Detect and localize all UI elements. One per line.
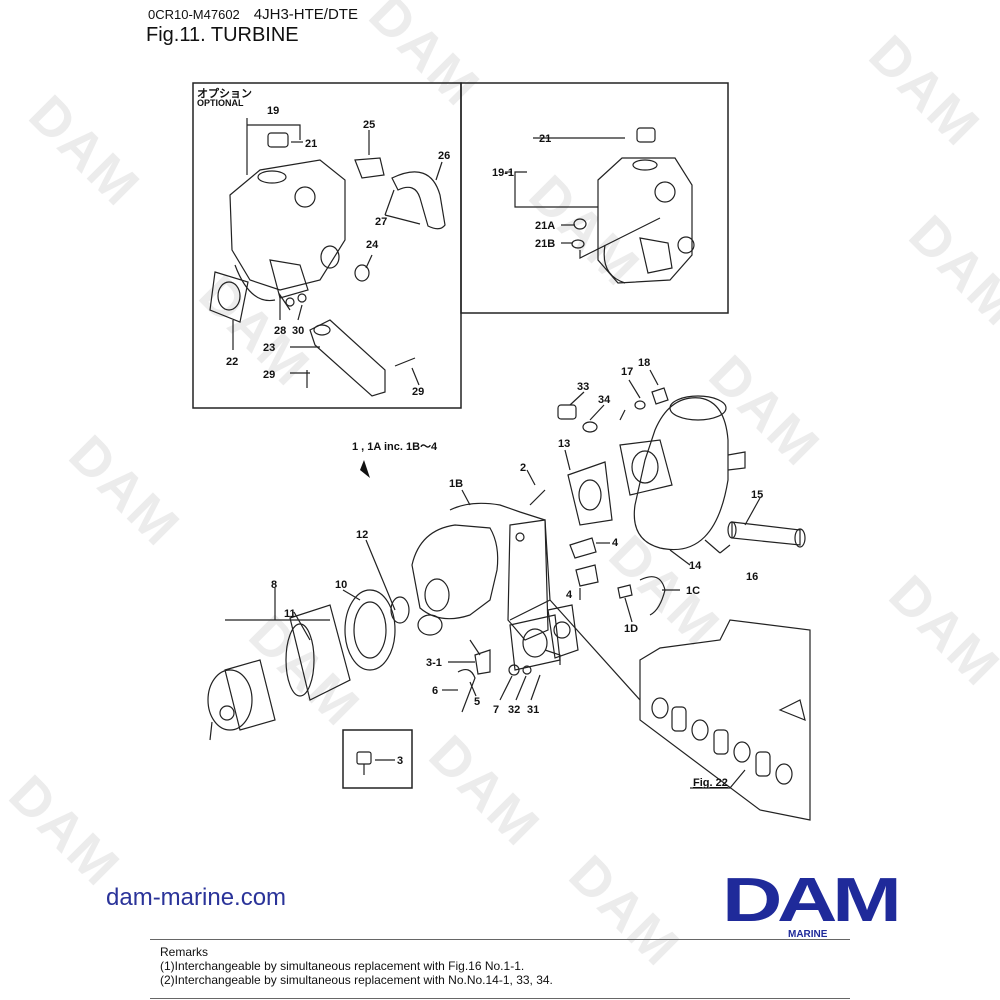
svg-text:24: 24	[366, 239, 379, 251]
svg-text:25: 25	[363, 119, 375, 131]
svg-text:28: 28	[274, 325, 286, 337]
website-link[interactable]: dam-marine.com	[106, 884, 287, 911]
svg-text:1C: 1C	[686, 585, 700, 597]
svg-text:33: 33	[577, 381, 589, 393]
alt-box	[460, 82, 729, 314]
svg-text:22: 22	[226, 356, 238, 368]
svg-text:14: 14	[689, 560, 702, 572]
svg-text:32: 32	[508, 704, 520, 716]
dam-logo-subtitle: MARINE	[788, 929, 828, 940]
svg-text:29: 29	[412, 386, 424, 398]
dam-logo: DAM	[722, 866, 902, 935]
svg-text:3: 3	[397, 755, 403, 767]
svg-text:17: 17	[621, 366, 633, 378]
figure-title: Fig.11. TURBINE	[146, 24, 299, 46]
optional-label-jp: オプション	[197, 86, 252, 100]
svg-text:27: 27	[375, 216, 387, 228]
svg-text:2: 2	[520, 462, 526, 474]
svg-text:16: 16	[746, 571, 758, 583]
svg-text:7: 7	[493, 704, 499, 716]
svg-text:19: 19	[267, 105, 279, 117]
svg-text:23: 23	[263, 342, 275, 354]
svg-text:3-1: 3-1	[426, 657, 442, 669]
svg-text:12: 12	[356, 529, 368, 541]
doc-code: 0CR10-M47602	[148, 7, 240, 22]
remarks-section: Remarks (1)Interchangeable by simultaneo…	[160, 945, 553, 987]
svg-text:26: 26	[438, 150, 450, 162]
svg-text:8: 8	[271, 579, 277, 591]
model-name: 4JH3-HTE/DTE	[253, 6, 358, 23]
svg-text:5: 5	[474, 696, 480, 708]
remarks-title: Remarks	[160, 945, 209, 959]
svg-text:13: 13	[558, 438, 570, 450]
assembly-pointer-icon	[360, 460, 370, 478]
remark-item: (1)Interchangeable by simultaneous repla…	[160, 959, 525, 973]
svg-text:11: 11	[284, 608, 296, 620]
svg-text:29: 29	[263, 369, 275, 381]
svg-text:18: 18	[638, 357, 650, 369]
assembly-note: 1 , 1A inc. 1B～4	[352, 441, 438, 453]
svg-text:19-1: 19-1	[492, 167, 514, 179]
svg-text:21B: 21B	[535, 238, 555, 250]
svg-text:10: 10	[335, 579, 347, 591]
divider	[150, 939, 850, 940]
svg-text:31: 31	[527, 704, 539, 716]
svg-text:34: 34	[598, 394, 611, 406]
svg-text:21: 21	[539, 133, 551, 145]
svg-text:15: 15	[751, 489, 763, 501]
svg-text:21A: 21A	[535, 220, 555, 232]
optional-label-en: OPTIONAL	[197, 98, 244, 108]
remark-item: (2)Interchangeable by simultaneous repla…	[160, 973, 553, 987]
svg-text:1B: 1B	[449, 478, 463, 490]
svg-text:30: 30	[292, 325, 304, 337]
svg-text:4: 4	[612, 537, 619, 549]
svg-text:4: 4	[566, 589, 573, 601]
svg-text:1D: 1D	[624, 623, 638, 635]
inset-box	[342, 729, 413, 789]
header: 0CR10-M47602 4JH3-HTE/DTE	[148, 6, 358, 23]
figure-ref-link: Fig. 22	[693, 777, 728, 789]
svg-text:6: 6	[432, 685, 438, 697]
svg-text:21: 21	[305, 138, 317, 150]
divider	[150, 998, 850, 999]
